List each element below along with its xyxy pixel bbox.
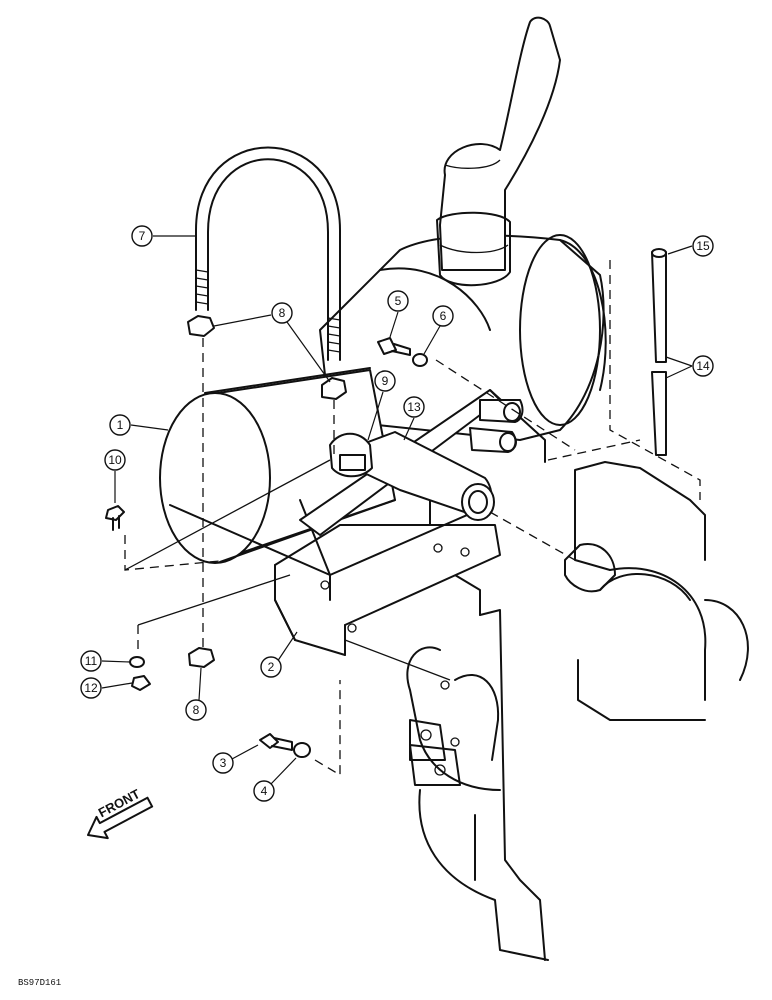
svg-text:5: 5 (395, 294, 402, 308)
callout-5: 5 (387, 290, 409, 338)
svg-text:6: 6 (440, 309, 447, 323)
callout-9: 9 (367, 370, 396, 441)
svg-text:12: 12 (84, 681, 98, 695)
hose-and-clamp (329, 431, 495, 521)
svg-text:4: 4 (261, 784, 268, 798)
svg-text:10: 10 (108, 453, 122, 467)
callout-7: 7 (131, 225, 195, 247)
svg-text:9: 9 (382, 374, 389, 388)
callout-11: 11 (80, 650, 131, 672)
hardware (105, 248, 667, 758)
engine-block (406, 461, 749, 961)
callout-6: 6 (423, 305, 454, 355)
callout-3: 3 (212, 744, 259, 774)
u-bolt (195, 146, 341, 361)
callout-12: 12 (80, 677, 133, 699)
figure-id: BS97D161 (18, 978, 61, 988)
svg-text:3: 3 (220, 756, 227, 770)
svg-text:13: 13 (407, 400, 421, 414)
callout-1: 1 (109, 414, 169, 436)
callouts: 1 2 3 4 5 6 7 (80, 225, 714, 802)
svg-text:8: 8 (193, 703, 200, 717)
callout-8-bottom: 8 (185, 667, 207, 721)
callout-4: 4 (253, 757, 297, 802)
svg-text:15: 15 (696, 239, 710, 253)
svg-text:2: 2 (268, 660, 275, 674)
svg-text:11: 11 (85, 654, 98, 668)
svg-text:14: 14 (696, 359, 710, 373)
svg-text:1: 1 (117, 418, 124, 432)
svg-text:8: 8 (279, 306, 286, 320)
callout-10: 10 (104, 449, 126, 503)
callout-13: 13 (403, 396, 425, 441)
callout-2: 2 (260, 631, 298, 678)
svg-text:7: 7 (139, 229, 146, 243)
callout-8-top: 8 (213, 302, 331, 383)
callout-15: 15 (667, 235, 714, 257)
assembly-lines (124, 260, 701, 777)
front-arrow: FRONT (87, 786, 154, 840)
callout-14: 14 (665, 355, 714, 379)
